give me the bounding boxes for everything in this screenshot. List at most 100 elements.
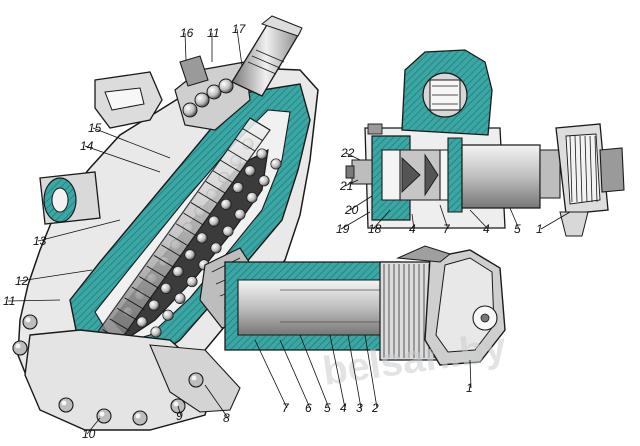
screw-thread [146, 265, 167, 279]
callout-number: 6 [305, 401, 312, 415]
callout-number: 13 [33, 234, 47, 248]
callout-number: 5 [324, 401, 331, 415]
screw-thread [116, 307, 138, 321]
inset-callout: 5 [509, 207, 521, 236]
main-callout: 17 [232, 22, 247, 67]
callout-number: 16 [180, 26, 194, 40]
screw-thread [161, 244, 182, 258]
callout-number: 7 [443, 222, 451, 236]
screw-thread [168, 233, 190, 247]
callout-number: 10 [82, 427, 96, 441]
ball [148, 299, 160, 311]
callout-number: 12 [15, 274, 29, 288]
ball [234, 208, 246, 220]
leader-line [364, 334, 378, 409]
screw-thread [109, 318, 130, 332]
leader-line [19, 269, 93, 282]
input-shaft-assembly [174, 15, 303, 131]
leader-line [347, 334, 362, 409]
leader-line [345, 152, 361, 161]
leader-line [37, 219, 121, 242]
screw-thread [249, 117, 271, 131]
leader-line [340, 211, 371, 230]
ball [172, 266, 184, 278]
main-callout: 4 [329, 334, 347, 415]
coupling-rib [589, 135, 593, 203]
leader-line [299, 334, 330, 409]
screw-thread [235, 138, 256, 152]
leader-line [509, 207, 520, 230]
ball [196, 232, 208, 244]
ball [186, 276, 198, 288]
main-callout: 15 [88, 121, 171, 159]
leader-line [411, 213, 415, 230]
inset-callout: 21 [339, 179, 359, 193]
leader-line [236, 28, 243, 67]
leader-line [92, 127, 171, 159]
ball [210, 242, 222, 254]
leader-line [349, 195, 373, 211]
callout-number: 4 [340, 401, 347, 415]
inset-callout: 1 [536, 211, 571, 236]
ball [220, 198, 232, 210]
leader-line [204, 384, 229, 419]
inset-callout: 18 [368, 209, 391, 236]
leader-line [184, 32, 187, 61]
callout-number: 4 [409, 222, 416, 236]
callout-number: 2 [371, 401, 379, 415]
inset-valve-detail [345, 49, 625, 237]
screw-thread [153, 255, 175, 268]
ball [270, 158, 282, 170]
ball [246, 192, 258, 204]
leader-line [7, 299, 61, 302]
ball [258, 175, 270, 187]
ball [174, 292, 186, 304]
leader-line [84, 145, 161, 173]
callout-number: 3 [356, 401, 363, 415]
callout-number: 5 [514, 222, 521, 236]
screw-thread [220, 159, 241, 173]
coupling-rib [579, 135, 583, 203]
callout-number: 18 [368, 222, 382, 236]
leader-line [372, 209, 391, 230]
leader-line [469, 209, 489, 230]
ball [162, 309, 174, 321]
inset-callout: 19 [336, 211, 371, 236]
main-callout: 14 [80, 139, 161, 173]
main-callout: 6 [279, 339, 312, 415]
inset-callout: 7 [439, 204, 451, 236]
ball [160, 282, 172, 294]
main-callout: 13 [33, 219, 121, 248]
ball [256, 148, 268, 160]
main-callout: 11 [3, 294, 61, 308]
ball [184, 249, 196, 261]
main-callout: 5 [299, 334, 331, 415]
leader-line [469, 359, 472, 389]
main-callout: 10 [82, 417, 101, 441]
callout-number: 15 [88, 121, 102, 135]
screw-thread [190, 202, 212, 215]
ball [222, 225, 234, 237]
screw-thread [198, 191, 219, 205]
screw-thread [205, 181, 226, 194]
callout-number: 7 [282, 401, 290, 415]
inset-callout: 20 [344, 195, 373, 217]
inset-callout: 4 [469, 209, 490, 236]
leader-line [254, 339, 288, 409]
main-callout: 2 [364, 334, 379, 415]
coupling-rib [594, 135, 598, 203]
callout-number: 17 [232, 22, 247, 36]
output-shaft [224, 245, 506, 366]
callout-number: 8 [223, 411, 230, 425]
coupling-rib [569, 135, 573, 203]
inset-callout: 22 [340, 146, 361, 161]
leader-line [439, 204, 449, 230]
leader-line [86, 417, 101, 435]
bolt-head [58, 397, 74, 413]
ball [150, 326, 162, 338]
main-callout: 9 [176, 405, 183, 423]
main-callout: 8 [204, 384, 230, 425]
screw-thread [139, 276, 160, 289]
